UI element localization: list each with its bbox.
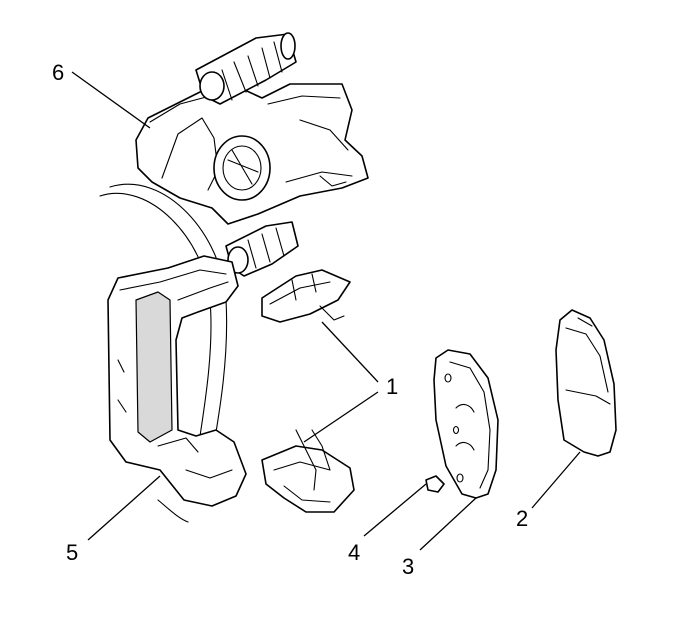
callout-3: 3 [402,554,414,579]
callout-4: 4 [348,540,360,565]
wear-indicator-tab [425,475,445,493]
lower-guide-pin-boot [225,221,299,277]
callout-6: 6 [52,60,64,85]
callout-2: 2 [516,506,528,531]
callout-5: 5 [66,540,78,565]
callout-leaders [71,71,581,551]
outer-brake-pad [555,309,617,457]
upper-guide-pin-boot [195,32,297,105]
pad-retainer-clip-upper [261,269,351,323]
pad-retainer-clip-lower [261,429,355,513]
caliper-bracket [107,255,247,507]
callout-1: 1 [386,374,398,399]
inner-brake-pad [433,349,499,499]
caliper-housing [135,32,369,277]
